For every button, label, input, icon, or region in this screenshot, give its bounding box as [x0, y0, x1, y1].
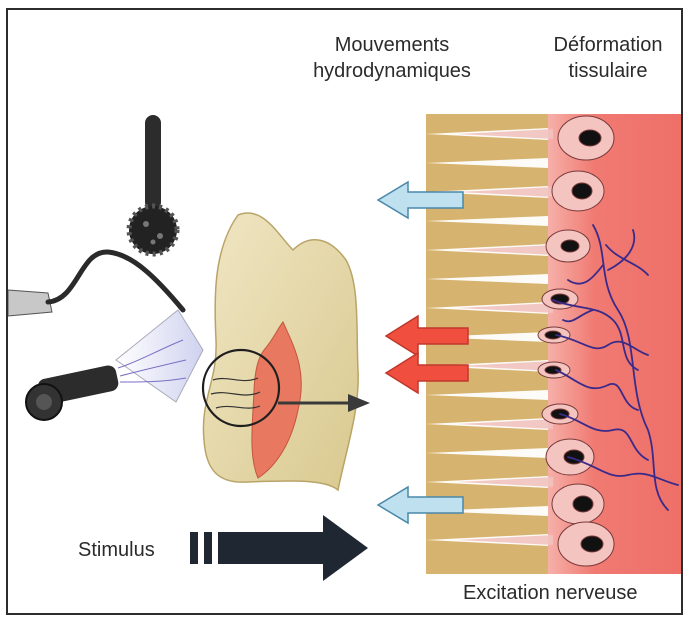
dental-explorer-icon	[8, 249, 186, 317]
tooth-icon	[201, 212, 359, 492]
dentin-hypersensitivity-diagram	[8, 114, 681, 581]
nerve-fibres	[552, 224, 679, 511]
tooth-detail-arrow	[278, 394, 370, 412]
stimulus-label: Stimulus	[78, 539, 155, 561]
tissue-label-line2: tissulaire	[568, 60, 648, 82]
air-syringe-icon	[25, 309, 204, 421]
figure-frame: Mouvements hydrodynamiques Déformation t…	[6, 8, 683, 615]
odontoblast-cells	[537, 115, 615, 567]
dentin-tubules	[426, 114, 553, 574]
bur-icon	[126, 115, 180, 257]
hydrodynamic-label-line2: hydrodynamiques	[313, 60, 471, 82]
stimulus-arrow	[190, 515, 368, 581]
hydrodynamic-movements-label: Mouvements hydrodynamiques	[282, 32, 502, 84]
fluid-flow-arrows-red	[384, 314, 469, 395]
hydrodynamic-label-line1: Mouvements	[334, 34, 450, 56]
fluid-flow-arrows-blue	[376, 180, 464, 525]
nerve-excitation-label: Excitation nerveuse	[463, 582, 638, 604]
tissue-label-line1: Déformation	[553, 34, 663, 56]
tissue-deformation-label: Déformation tissulaire	[528, 32, 681, 84]
